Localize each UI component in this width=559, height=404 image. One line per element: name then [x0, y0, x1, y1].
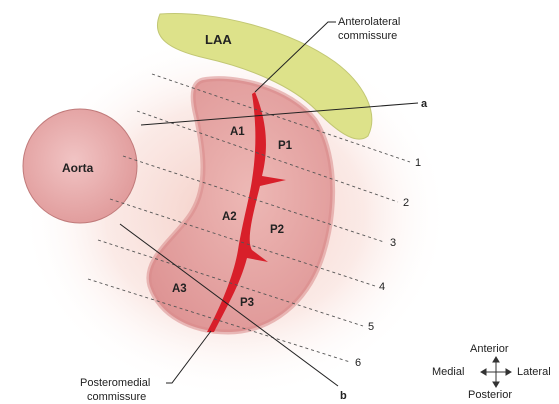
axis-a-label: a — [421, 98, 428, 110]
compass-lateral-label: Lateral — [517, 366, 551, 378]
leaflet-p3: P3 — [240, 297, 254, 309]
plane-number-4: 4 — [379, 281, 385, 293]
plane-number-2: 2 — [403, 197, 409, 209]
leaflet-a2: A2 — [222, 211, 237, 223]
laa-label: LAA — [205, 32, 232, 47]
leaflet-p2: P2 — [270, 224, 284, 236]
compass-medial-label: Medial — [432, 366, 464, 378]
compass-posterior-label: Posterior — [468, 389, 512, 401]
leaflet-a3: A3 — [172, 283, 187, 295]
plane-number-3: 3 — [390, 237, 396, 249]
plane-number-1: 1 — [415, 157, 421, 169]
plane-number-6: 6 — [355, 357, 361, 369]
posteromedial-label-line1: Posteromedial — [80, 377, 150, 389]
axis-b-label: b — [340, 390, 347, 402]
anterolateral-label-line2: commissure — [338, 30, 397, 42]
leaflet-p1: P1 — [278, 140, 293, 152]
aorta-label: Aorta — [62, 161, 94, 175]
compass-anterior-label: Anterior — [470, 343, 509, 355]
anterolateral-label-line1: Anterolateral — [338, 16, 400, 28]
leaflet-a1: A1 — [230, 126, 245, 138]
posteromedial-label-line2: commissure — [87, 391, 146, 403]
orientation-compass: Anterior Posterior Medial Lateral — [432, 343, 551, 401]
compass-arrows-icon — [481, 357, 511, 387]
plane-number-5: 5 — [368, 321, 374, 333]
